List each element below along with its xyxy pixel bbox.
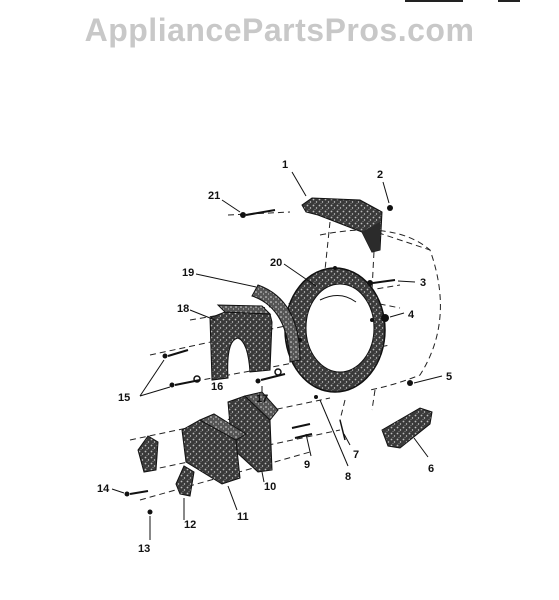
callout-7: 7 (353, 449, 359, 461)
part-13-screw (147, 509, 153, 515)
callout-8: 8 (345, 471, 351, 483)
part-7-bolt (339, 419, 346, 441)
watermark: AppliancePartsPros.com (84, 12, 475, 48)
part-16-washer (193, 375, 201, 383)
callout-12: 12 (184, 519, 196, 531)
callout-10: 10 (264, 481, 276, 493)
part-18-arch-bracket (209, 304, 273, 381)
callout-20: 20 (270, 257, 282, 269)
leader-lines (111, 171, 443, 540)
callout-6: 6 (428, 463, 434, 475)
part-12-small-bracket (175, 465, 195, 497)
part-11-base-bracket (181, 413, 247, 485)
part-14-bolt (124, 490, 149, 497)
callout-15: 15 (118, 392, 130, 404)
part-4-nut (381, 314, 389, 322)
part-3-bolt (367, 279, 396, 286)
callout-16: 16 (211, 381, 223, 393)
part-2-screw (387, 205, 393, 211)
part-8-screw (314, 395, 318, 399)
callout-labels: 1 2 3 4 5 6 7 8 9 10 11 12 13 14 15 16 1… (97, 159, 452, 555)
callout-18: 18 (177, 303, 189, 315)
callout-3: 3 (420, 277, 426, 289)
callout-4: 4 (408, 309, 415, 321)
callout-5: 5 (446, 371, 452, 383)
callout-13: 13 (138, 543, 150, 555)
part-21-bolt (240, 209, 276, 218)
left-mount-clip (137, 435, 159, 473)
top-edge-mark (405, 0, 463, 2)
callout-19: 19 (182, 267, 194, 279)
part-15-bolts (162, 349, 201, 388)
part-5-nut (407, 380, 413, 386)
callout-9: 9 (304, 459, 310, 471)
callout-1: 1 (282, 159, 288, 171)
part-1-top-bracket (301, 197, 383, 253)
callout-14: 14 (97, 483, 110, 495)
callout-21: 21 (208, 190, 220, 202)
assembly-lines (129, 211, 441, 501)
callout-2: 2 (377, 169, 383, 181)
part-6-clip (381, 407, 433, 449)
top-edge-mark (498, 0, 520, 2)
callout-11: 11 (237, 511, 249, 523)
callout-17: 17 (256, 393, 268, 405)
part-17-bolt (255, 368, 286, 384)
part-19-curved-strap (251, 284, 301, 363)
part-9-bolts (291, 423, 313, 439)
